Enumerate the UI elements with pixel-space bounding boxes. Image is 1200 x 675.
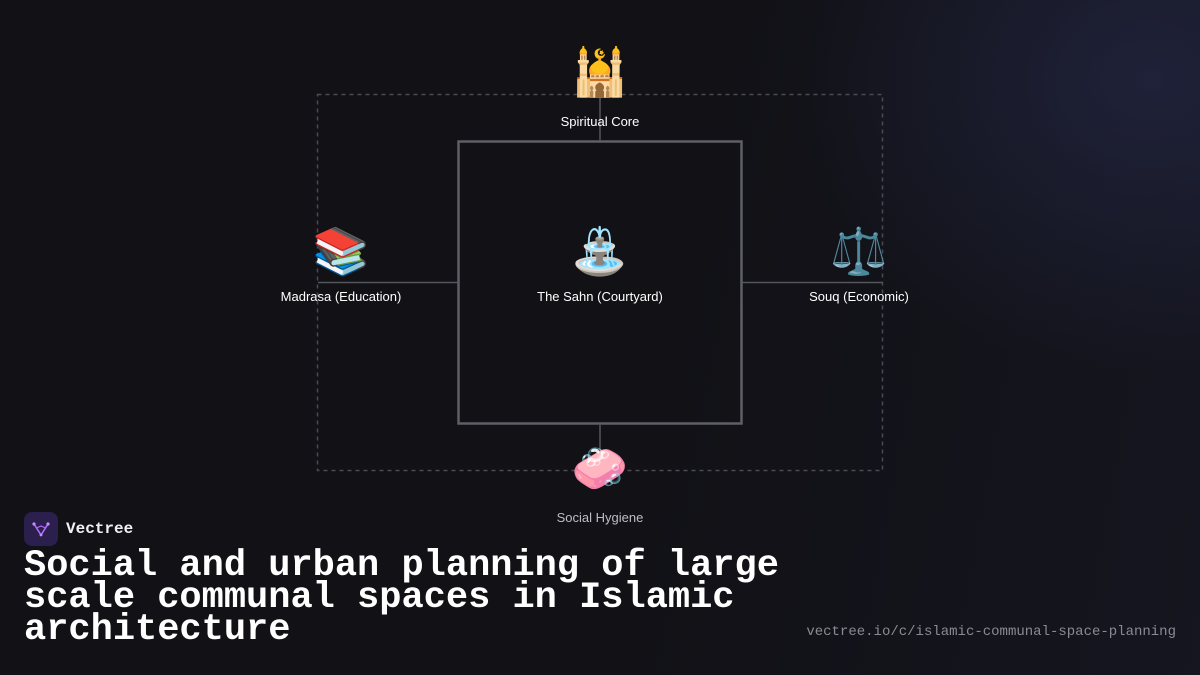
inner-courtyard-frame — [457, 140, 743, 425]
fountain-icon: ⛲ — [571, 224, 629, 278]
outer-dashed-frame — [316, 93, 884, 472]
node-label: Social Hygiene — [556, 510, 644, 525]
node-label: Spiritual Core — [560, 114, 640, 129]
source-url[interactable]: vectree.io/c/islamic-communal-space-plan… — [806, 624, 1176, 640]
page-title: Social and urban planning of large scale… — [24, 545, 779, 651]
node-label: The Sahn (Courtyard) — [537, 289, 663, 304]
brand-name: Vectree — [66, 520, 134, 538]
node-label: Madrasa (Education) — [280, 289, 402, 304]
brand[interactable]: Vectree — [24, 512, 133, 546]
node-sahn-courtyard: ⛲ The Sahn (Courtyard) — [500, 223, 700, 304]
node-madrasa: 📚 Madrasa (Education) — [241, 223, 441, 304]
soap-icon: 🧼 — [571, 441, 629, 495]
node-spiritual-core: 🕌 Spiritual Core — [500, 44, 700, 129]
scales-icon: ⚖️ — [830, 224, 888, 278]
node-souq: ⚖️ Souq (Economic) — [759, 223, 959, 304]
node-label: Souq (Economic) — [809, 289, 909, 304]
books-icon: 📚 — [312, 224, 370, 278]
logo-mark — [32, 522, 50, 537]
mosque-icon: 🕌 — [571, 45, 629, 99]
diagram-frames — [316, 93, 884, 472]
vectree-logo-icon — [24, 512, 58, 546]
communal-space-diagram: 🕌 Spiritual Core 📚 Madrasa (Education) ⛲… — [241, 44, 959, 525]
node-social-hygiene: 🧼 Social Hygiene — [500, 440, 700, 525]
